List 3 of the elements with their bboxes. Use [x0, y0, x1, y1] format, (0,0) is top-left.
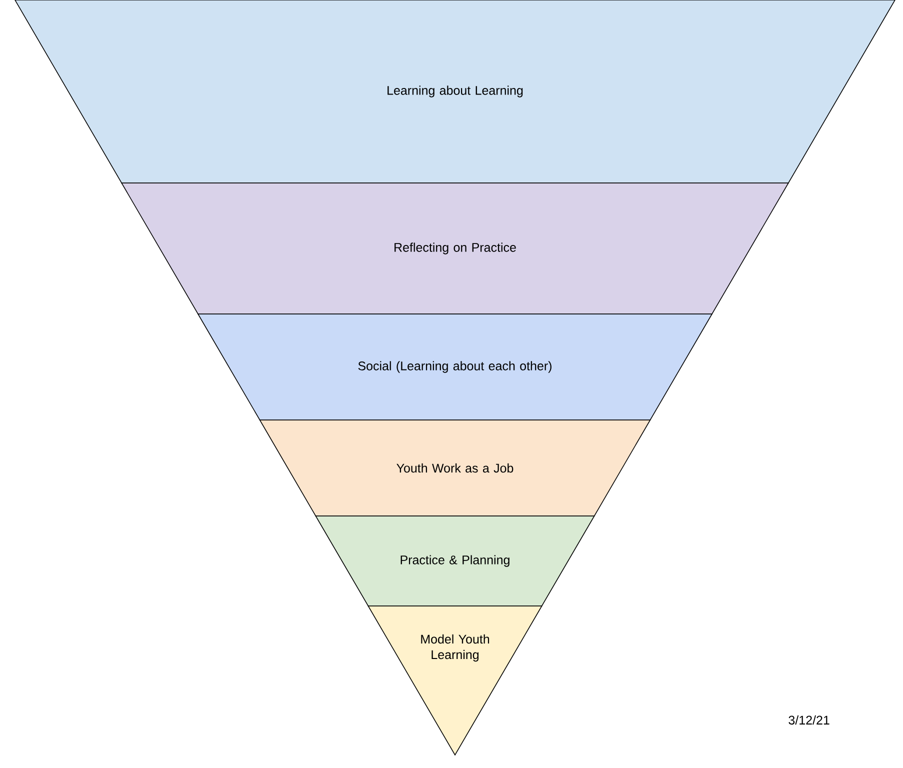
pyramid-band: Practice & Planning: [315, 516, 595, 606]
date-label: 3/12/21: [788, 715, 830, 725]
pyramid-band: Youth Work as a Job: [259, 420, 651, 516]
